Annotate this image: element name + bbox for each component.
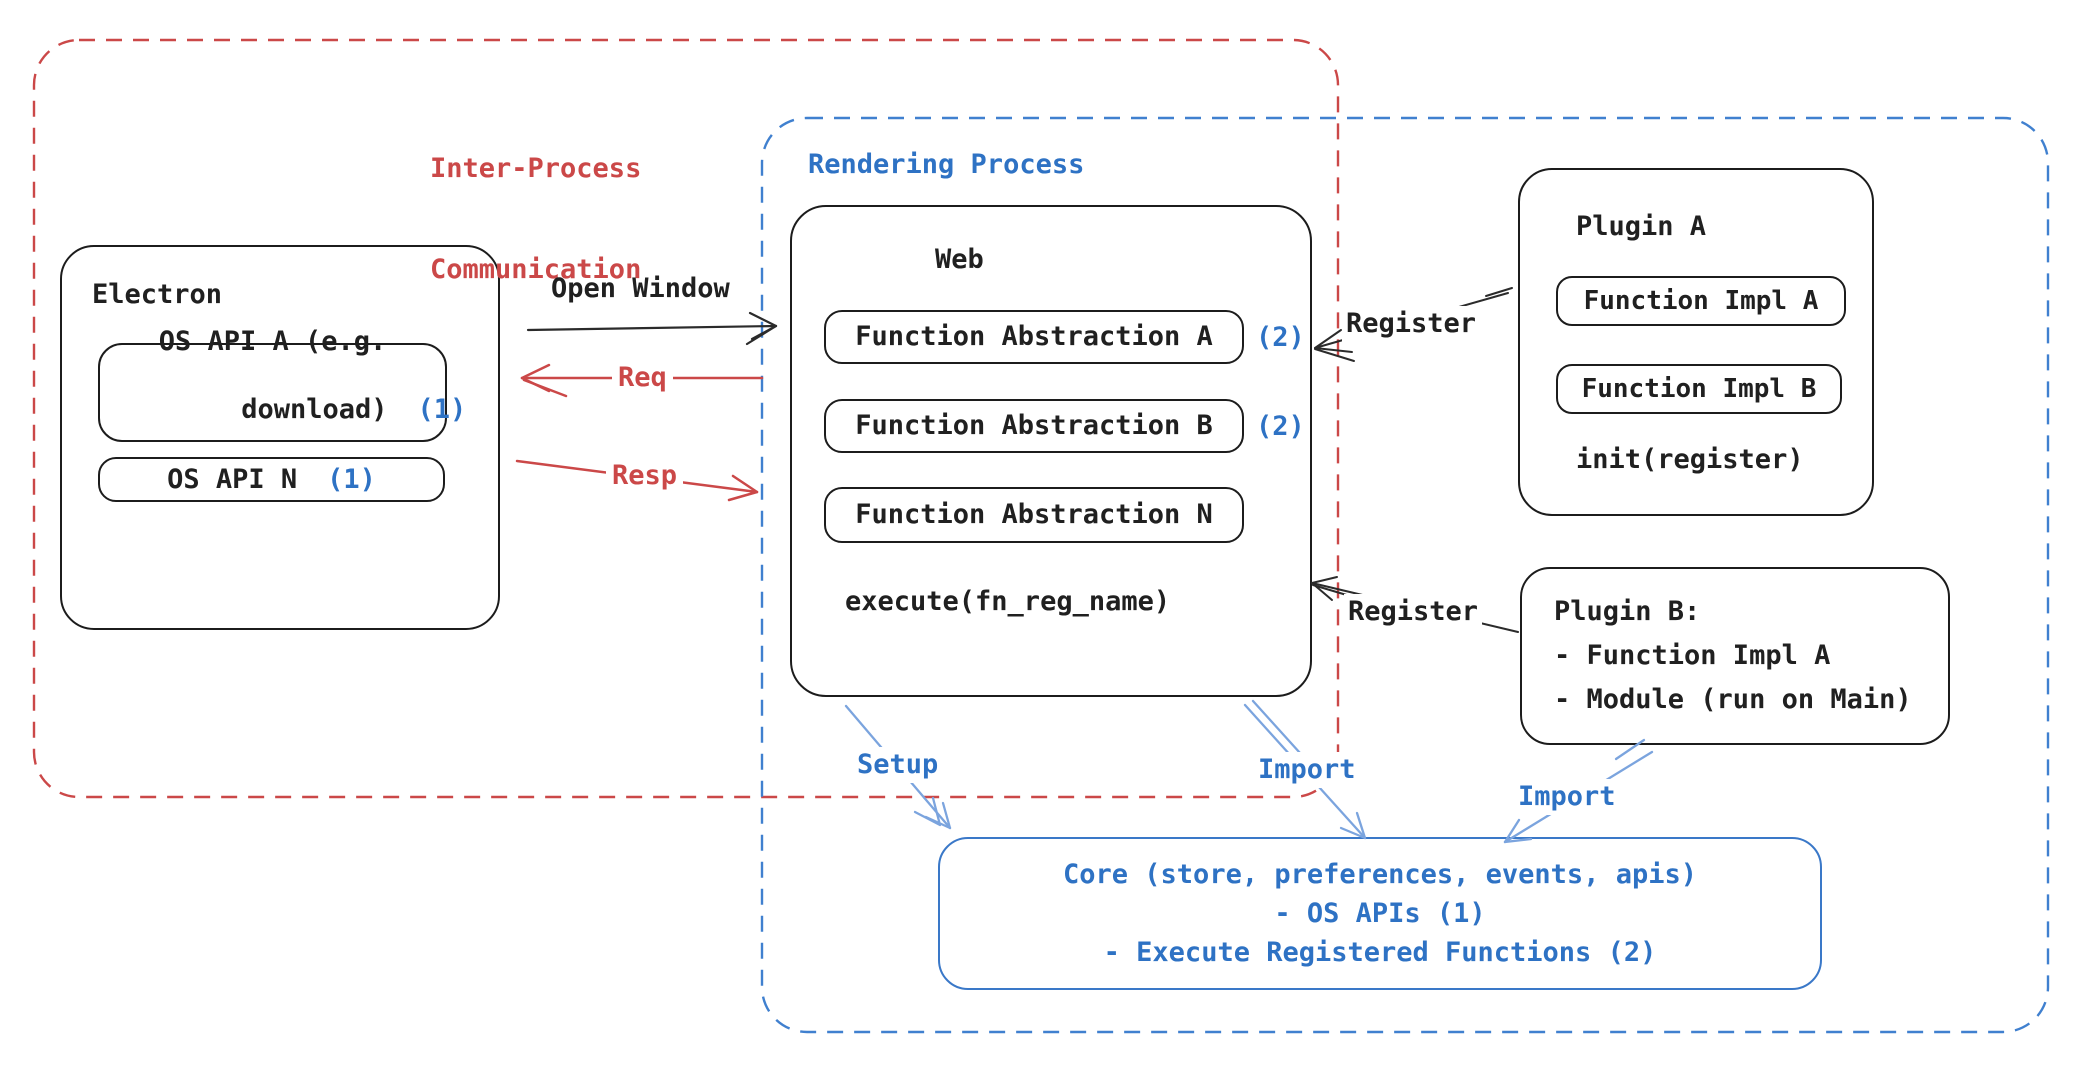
os-api-a-box: OS API A (e.g. download) (1) <box>98 326 466 442</box>
ipc-region-label: Inter-Process Communication <box>430 84 641 354</box>
function-impl-b-box: Function Impl B <box>1556 364 1842 414</box>
electron-title: Electron <box>92 279 223 310</box>
register-top-label: Register <box>1342 306 1481 342</box>
core-os-apis-line: - OS APIs (1) <box>1274 898 1486 929</box>
os-api-n-badge: (1) <box>327 463 376 495</box>
register-bottom-label: Register <box>1344 594 1483 630</box>
function-abstraction-b-badge: (2) <box>1256 411 1305 442</box>
function-impl-b-label: Function Impl B <box>1581 373 1817 404</box>
function-impl-a-box: Function Impl A <box>1556 276 1846 326</box>
os-api-a-label-line2: download) <box>241 393 388 425</box>
core-box: Core (store, preferences, events, apis) … <box>938 837 1822 990</box>
plugin-a-title: Plugin A <box>1576 211 1707 242</box>
init-register-label: init(register) <box>1576 444 1804 475</box>
function-abstraction-a-badge: (2) <box>1256 322 1305 353</box>
os-api-n-label: OS API N <box>167 463 298 495</box>
os-api-n-box: OS API N (1) <box>98 457 445 502</box>
plugin-b-item-function-impl-a: - Function Impl A <box>1554 640 1831 671</box>
ipc-region-label-line1: Inter-Process <box>430 152 642 184</box>
import-right-label: Import <box>1512 779 1622 815</box>
web-title: Web <box>935 244 984 275</box>
function-abstraction-a-box: Function Abstraction A <box>824 310 1244 364</box>
os-api-a-badge: (1) <box>417 393 467 425</box>
core-execute-line: - Execute Registered Functions (2) <box>1103 937 1657 968</box>
function-abstraction-n-box: Function Abstraction N <box>824 487 1244 543</box>
execute-call-label: execute(fn_reg_name) <box>845 586 1171 617</box>
function-abstraction-n-label: Function Abstraction N <box>855 499 1213 531</box>
resp-label: Resp <box>606 458 684 494</box>
import-mid-label: Import <box>1252 752 1362 788</box>
rendering-region-label: Rendering Process <box>808 149 1085 180</box>
plugin-b-title: Plugin B: <box>1554 596 1701 627</box>
open-window-label: Open Window <box>551 273 730 304</box>
plugin-b-item-module: - Module (run on Main) <box>1554 684 1912 715</box>
setup-label: Setup <box>851 747 945 783</box>
core-title-line: Core (store, preferences, events, apis) <box>1063 859 1697 890</box>
os-api-a-label-line1: OS API A (e.g. <box>158 326 387 357</box>
plugin-b-box: Plugin B: - Function Impl A - Module (ru… <box>1520 567 1950 745</box>
function-abstraction-b-box: Function Abstraction B <box>824 399 1244 453</box>
req-label: Req <box>612 360 673 396</box>
function-impl-a-label: Function Impl A <box>1583 285 1819 316</box>
function-abstraction-a-label: Function Abstraction A <box>855 321 1213 353</box>
function-abstraction-b-label: Function Abstraction B <box>855 410 1213 442</box>
